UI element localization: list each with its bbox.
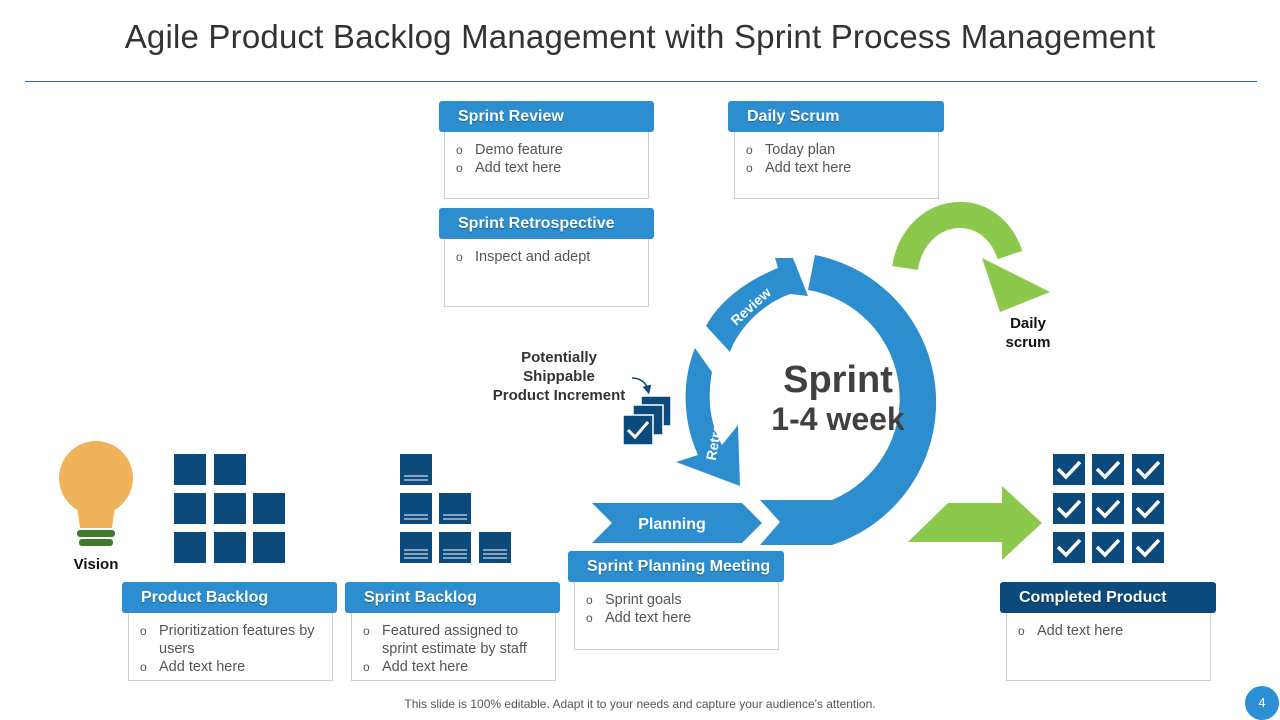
- review-arc: [706, 258, 808, 352]
- stacked-check-icon: [622, 377, 672, 446]
- list-item: Add text here: [1018, 622, 1208, 640]
- retrospect-arc: [676, 348, 740, 486]
- sprint-backlog-list: Featured assigned to sprint estimate by …: [363, 622, 545, 676]
- sprint-planning-meeting-card: Sprint Planning Meeting Sprint goals Add…: [568, 551, 784, 650]
- product-backlog-grid: [174, 454, 285, 563]
- list-item: Today plan: [746, 141, 936, 159]
- daily-scrum-loop-arrow: [892, 202, 1050, 312]
- title-divider: [25, 81, 1257, 82]
- implementation-label: Implementation: [943, 349, 990, 452]
- completed-product-list: Add text here: [1018, 622, 1208, 640]
- sprint-title: Sprint: [783, 359, 893, 401]
- daily-scrum-label-line2: scrum: [1005, 334, 1050, 351]
- list-item: Inspect and adept: [456, 248, 646, 266]
- list-item: Demo feature: [456, 141, 646, 159]
- page-title: Agile Product Backlog Management with Sp…: [124, 18, 1156, 55]
- daily-scrum-header: Daily Scrum: [728, 101, 944, 132]
- page-number-badge: 4: [1245, 686, 1279, 720]
- list-item: Add text here: [363, 658, 545, 676]
- list-item: Featured assigned to sprint estimate by …: [363, 622, 545, 658]
- list-item: Prioritization features by users: [140, 622, 322, 658]
- sprint-planning-meeting-header: Sprint Planning Meeting: [568, 551, 784, 582]
- sprint-retrospective-list: Inspect and adept: [456, 248, 646, 266]
- vision-label: Vision: [74, 556, 119, 573]
- sprint-review-header: Sprint Review: [439, 101, 654, 132]
- daily-scrum-label-line1: Daily: [1010, 315, 1047, 332]
- product-backlog-card: Product Backlog Prioritization features …: [122, 582, 337, 681]
- daily-scrum-card: Daily Scrum Today plan Add text here: [728, 101, 944, 199]
- list-item: Add text here: [746, 159, 936, 177]
- sprint-retrospective-card: Sprint Retrospective Inspect and adept: [439, 208, 654, 307]
- sprint-backlog-grid: [400, 454, 511, 563]
- list-item: Add text here: [586, 609, 776, 627]
- daily-scrum-list: Today plan Add text here: [746, 141, 936, 177]
- product-backlog-list: Prioritization features by users Add tex…: [140, 622, 322, 676]
- list-item: Sprint goals: [586, 591, 776, 609]
- completed-product-header: Completed Product: [1000, 582, 1216, 613]
- implementation-arc: [760, 255, 937, 545]
- planning-chevron: [592, 503, 762, 543]
- increment-label-line2: Shippable: [523, 368, 595, 385]
- sprint-backlog-card: Sprint Backlog Featured assigned to spri…: [345, 582, 560, 681]
- list-item: Add text here: [140, 658, 322, 676]
- product-backlog-header: Product Backlog: [122, 582, 337, 613]
- increment-label-line3: Product Increment: [493, 387, 626, 404]
- increment-label-line1: Potentially: [521, 349, 598, 366]
- completed-product-card: Completed Product Add text here: [1000, 582, 1216, 681]
- sprint-duration: 1-4 week: [771, 401, 905, 437]
- lightbulb-icon: [59, 441, 133, 546]
- sprint-backlog-header: Sprint Backlog: [345, 582, 560, 613]
- list-item: Add text here: [456, 159, 646, 177]
- sprint-planning-meeting-list: Sprint goals Add text here: [586, 591, 776, 627]
- sprint-cycle: [592, 255, 937, 545]
- sprint-review-card: Sprint Review Demo feature Add text here: [439, 101, 654, 199]
- sprint-retrospective-header: Sprint Retrospective: [439, 208, 654, 239]
- footer-note: This slide is 100% editable. Adapt it to…: [404, 697, 876, 711]
- sprint-review-list: Demo feature Add text here: [456, 141, 646, 177]
- checkmark-grid-icon: [1053, 454, 1164, 563]
- completed-arrow: [908, 486, 1042, 560]
- planning-label: Planning: [638, 516, 706, 533]
